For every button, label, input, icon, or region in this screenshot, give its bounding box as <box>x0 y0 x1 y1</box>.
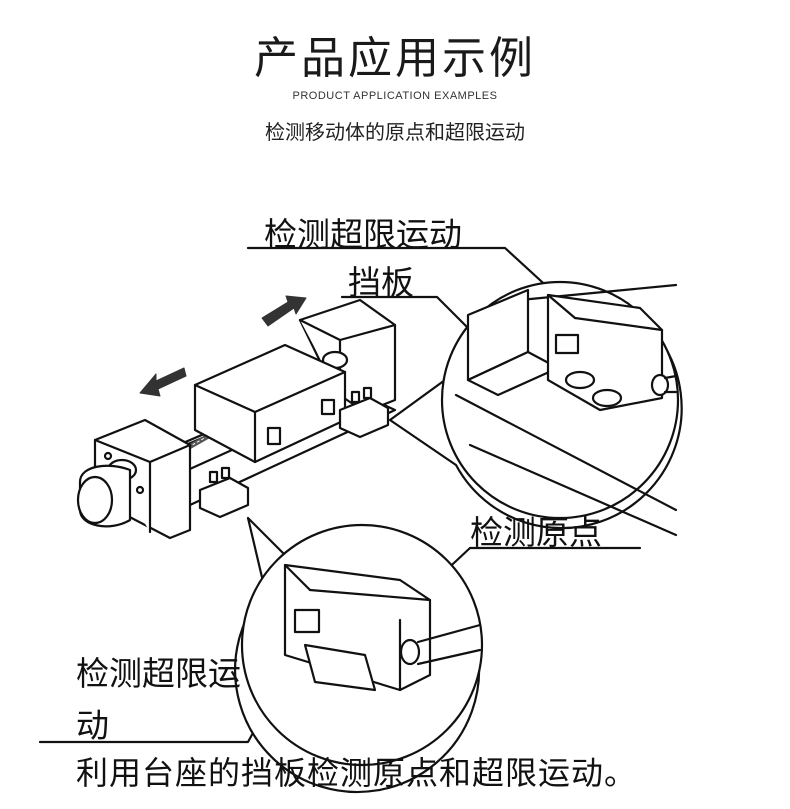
page-title: 产品应用示例 <box>254 33 536 84</box>
callout-limit-top: 检测超限运动 <box>264 215 462 254</box>
linear-stage <box>76 298 397 540</box>
page-description: 检测移动体的原点和超限运动 <box>265 120 525 144</box>
motion-arrows <box>139 295 307 397</box>
page-subtitle: PRODUCT APPLICATION EXAMPLES <box>292 90 498 102</box>
leader-flag <box>340 295 472 332</box>
footer-caption: 利用台座的挡板检测原点和超限运动。 <box>76 754 638 792</box>
leader-limit-top <box>246 246 555 294</box>
zoom-origin-sensor <box>234 516 484 794</box>
callout-origin: 检测原点 <box>470 513 602 552</box>
callout-limit-bottom: 检测超限运动 <box>76 654 241 745</box>
arrow-right-icon <box>261 295 307 327</box>
arrow-left-icon <box>139 367 187 397</box>
zoom-limit-sensor <box>388 280 683 537</box>
callout-flag: 挡板 <box>348 263 414 302</box>
